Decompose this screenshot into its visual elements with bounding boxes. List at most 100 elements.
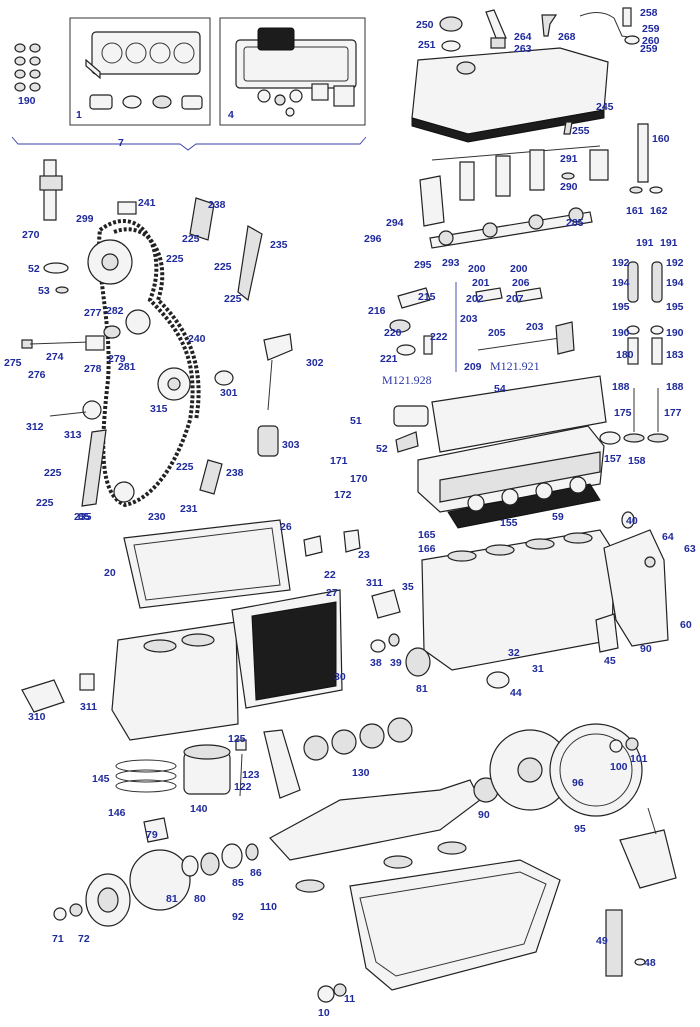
part-number-label: 225 (36, 497, 54, 509)
part-number-label: 53 (38, 285, 50, 297)
part-number-label: 140 (190, 803, 208, 815)
pistons-and-rods (115, 717, 413, 799)
part-number-label: 277 (84, 307, 102, 319)
engine-block-left (21, 519, 361, 741)
part-number-label: 30 (334, 671, 346, 683)
part-number-label: 23 (358, 549, 370, 561)
part-number-label: 145 (92, 773, 110, 785)
part-number-label: 48 (644, 957, 656, 969)
gasket-kit-group (11, 17, 367, 151)
part-number-label: 206 (512, 277, 530, 289)
part-number-label: 85 (78, 511, 90, 523)
part-number-label: 274 (46, 351, 64, 363)
tensioner-and-drive (21, 159, 293, 457)
part-number-label: 110 (260, 901, 277, 913)
part-number-label: 160 (652, 133, 670, 145)
part-number-label: 221 (380, 353, 398, 365)
part-number-label: 225 (44, 467, 62, 479)
part-number-label: 200 (468, 263, 486, 275)
part-number-label: 291 (560, 153, 578, 165)
model-label-m121928: M121.928 (382, 373, 432, 387)
part-number-label: 295 (414, 259, 432, 271)
part-number-label: 303 (282, 439, 300, 451)
part-number-label: 52 (28, 263, 40, 275)
part-number-label: 72 (78, 933, 90, 945)
part-number-label: 158 (628, 455, 646, 467)
part-number-label: 155 (500, 517, 518, 529)
part-number-label: 268 (558, 31, 576, 43)
part-number-label: 32 (508, 647, 520, 659)
part-number-label: 294 (386, 217, 404, 229)
part-number-label: 315 (150, 403, 168, 415)
part-number-label: 281 (118, 361, 136, 373)
part-number-label: 285 (566, 217, 584, 229)
part-number-label: 130 (352, 767, 370, 779)
part-number-label: 125 (228, 733, 246, 745)
part-number-label: 270 (22, 229, 40, 241)
part-number-label: 251 (418, 39, 436, 51)
camshaft-and-supports (419, 123, 663, 249)
part-number-label: 161 (626, 205, 644, 217)
part-number-label: 171 (330, 455, 348, 467)
part-number-label: 302 (306, 357, 324, 369)
part-number-label: 225 (182, 233, 200, 245)
part-number-label: 225 (176, 461, 194, 473)
part-number-label: 250 (416, 19, 434, 31)
model-labels: M121.928 M121.921 (382, 282, 540, 387)
part-number-label: 192 (666, 257, 684, 269)
part-number-label: 90 (640, 643, 652, 655)
part-number-label: 100 (610, 761, 628, 773)
part-number-label: 190 (612, 327, 630, 339)
part-number-label: 59 (552, 511, 564, 523)
part-number-label: 165 (418, 529, 436, 541)
valve-cover-assembly (411, 7, 640, 143)
part-number-label: 301 (220, 387, 238, 399)
part-number-label: 177 (664, 407, 682, 419)
part-number-label: 86 (250, 867, 262, 879)
part-number-label: 195 (666, 301, 684, 313)
part-number-label: 238 (208, 199, 226, 211)
part-number-label: 293 (442, 257, 460, 269)
part-number-label: 279 (108, 353, 126, 365)
part-number-label: 71 (52, 933, 64, 945)
leader-lines (20, 14, 686, 1010)
part-number-label: 310 (28, 711, 46, 723)
part-number-label: 39 (390, 657, 402, 669)
part-number-label: 79 (146, 829, 158, 841)
part-number-label: 80 (194, 893, 206, 905)
oil-pan-dipstick (317, 807, 677, 1003)
part-number-label: 60 (680, 619, 692, 631)
part-number-label: 1 (76, 109, 82, 121)
part-number-label: 192 (612, 257, 630, 269)
part-number-label: 205 (488, 327, 506, 339)
part-number-label: 275 (4, 357, 22, 369)
part-number-label: 20 (104, 567, 116, 579)
part-number-label: 207 (506, 293, 524, 305)
part-number-label: 81 (416, 683, 428, 695)
part-number-label: 220 (384, 327, 402, 339)
part-number-label: 259 (642, 23, 660, 35)
part-number-label: 40 (626, 515, 638, 527)
part-number-label: 235 (270, 239, 288, 251)
model-label-m121921: M121.921 (490, 359, 540, 373)
part-number-label: 85 (232, 877, 244, 889)
part-number-label: 194 (612, 277, 630, 289)
part-number-label: 38 (370, 657, 382, 669)
part-number-label: 225 (166, 253, 184, 265)
part-number-label: 225 (224, 293, 242, 305)
part-number-label: 4 (228, 109, 234, 121)
part-number-label: 92 (232, 911, 244, 923)
part-number-label: 63 (684, 543, 696, 555)
part-number-label: 264 (514, 31, 532, 43)
part-number-label: 183 (666, 349, 684, 361)
gasket-set-kit4 (235, 27, 357, 117)
part-number-label: 201 (472, 277, 490, 289)
part-number-label: 241 (138, 197, 156, 209)
part-number-label: 27 (326, 587, 338, 599)
part-number-label: 122 (234, 781, 252, 793)
part-number-label: 258 (640, 7, 658, 19)
part-number-label: 245 (596, 101, 614, 113)
part-number-label: 255 (572, 125, 590, 137)
part-number-label: 200 (510, 263, 528, 275)
